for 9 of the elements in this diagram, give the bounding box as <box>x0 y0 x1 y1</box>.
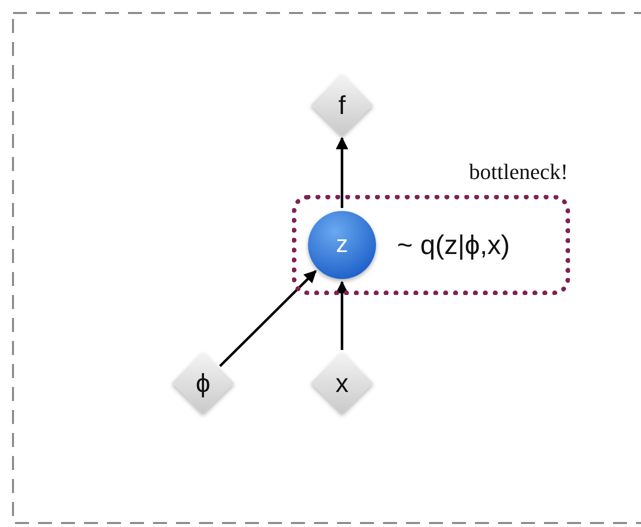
arrow <box>219 270 317 368</box>
distribution-label: ~ q(z|ϕ,x) <box>397 230 510 261</box>
arrow <box>336 280 348 350</box>
variable-label: x <box>334 368 350 399</box>
arrow <box>336 136 348 208</box>
variable-label: ϕ <box>194 368 212 399</box>
variable-label: f <box>337 90 347 121</box>
bottleneck-note: bottleneck! <box>469 159 568 185</box>
variable-label: z <box>335 231 349 259</box>
